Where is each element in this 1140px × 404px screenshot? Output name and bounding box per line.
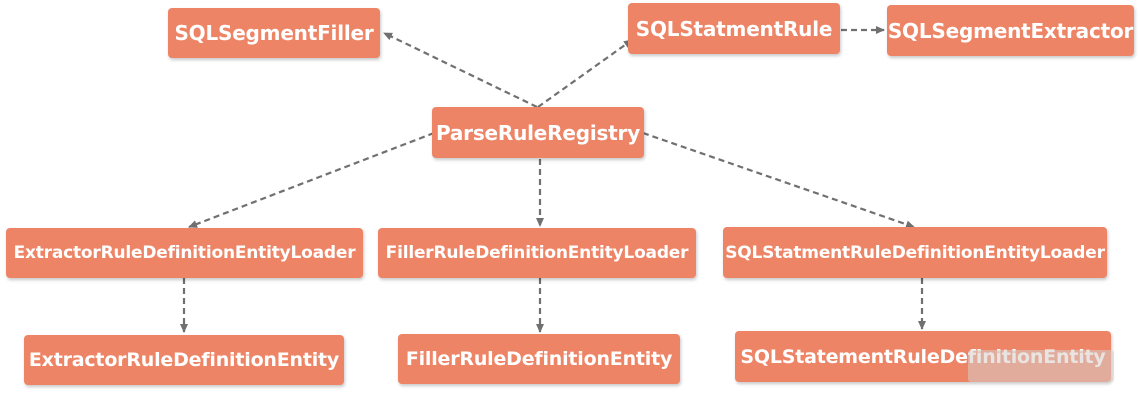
node-sql-statment-rule-definition-entity-loader: SQLStatmentRuleDefinitionEntityLoader [723, 227, 1107, 278]
arrow-registry-to-segment-filler [383, 32, 538, 108]
watermark-overlay [968, 350, 1114, 382]
node-parse-rule-registry: ParseRuleRegistry [432, 107, 644, 158]
node-sql-statment-rule: SQLStatmentRule [628, 3, 840, 54]
arrow-registry-to-extractor-loader [188, 131, 435, 229]
node-extractor-rule-definition-entity-loader: ExtractorRuleDefinitionEntityLoader [6, 228, 363, 278]
node-sql-segment-extractor: SQLSegmentExtractor [887, 5, 1134, 56]
node-extractor-rule-definition-entity: ExtractorRuleDefinitionEntity [24, 335, 344, 385]
node-sql-segment-filler: SQLSegmentFiller [168, 8, 380, 58]
node-filler-rule-definition-entity-loader: FillerRuleDefinitionEntityLoader [378, 228, 696, 278]
arrow-registry-to-statment-rule [537, 39, 633, 108]
arrow-registry-to-sql-statment-loader [642, 131, 915, 229]
node-filler-rule-definition-entity: FillerRuleDefinitionEntity [398, 334, 680, 384]
